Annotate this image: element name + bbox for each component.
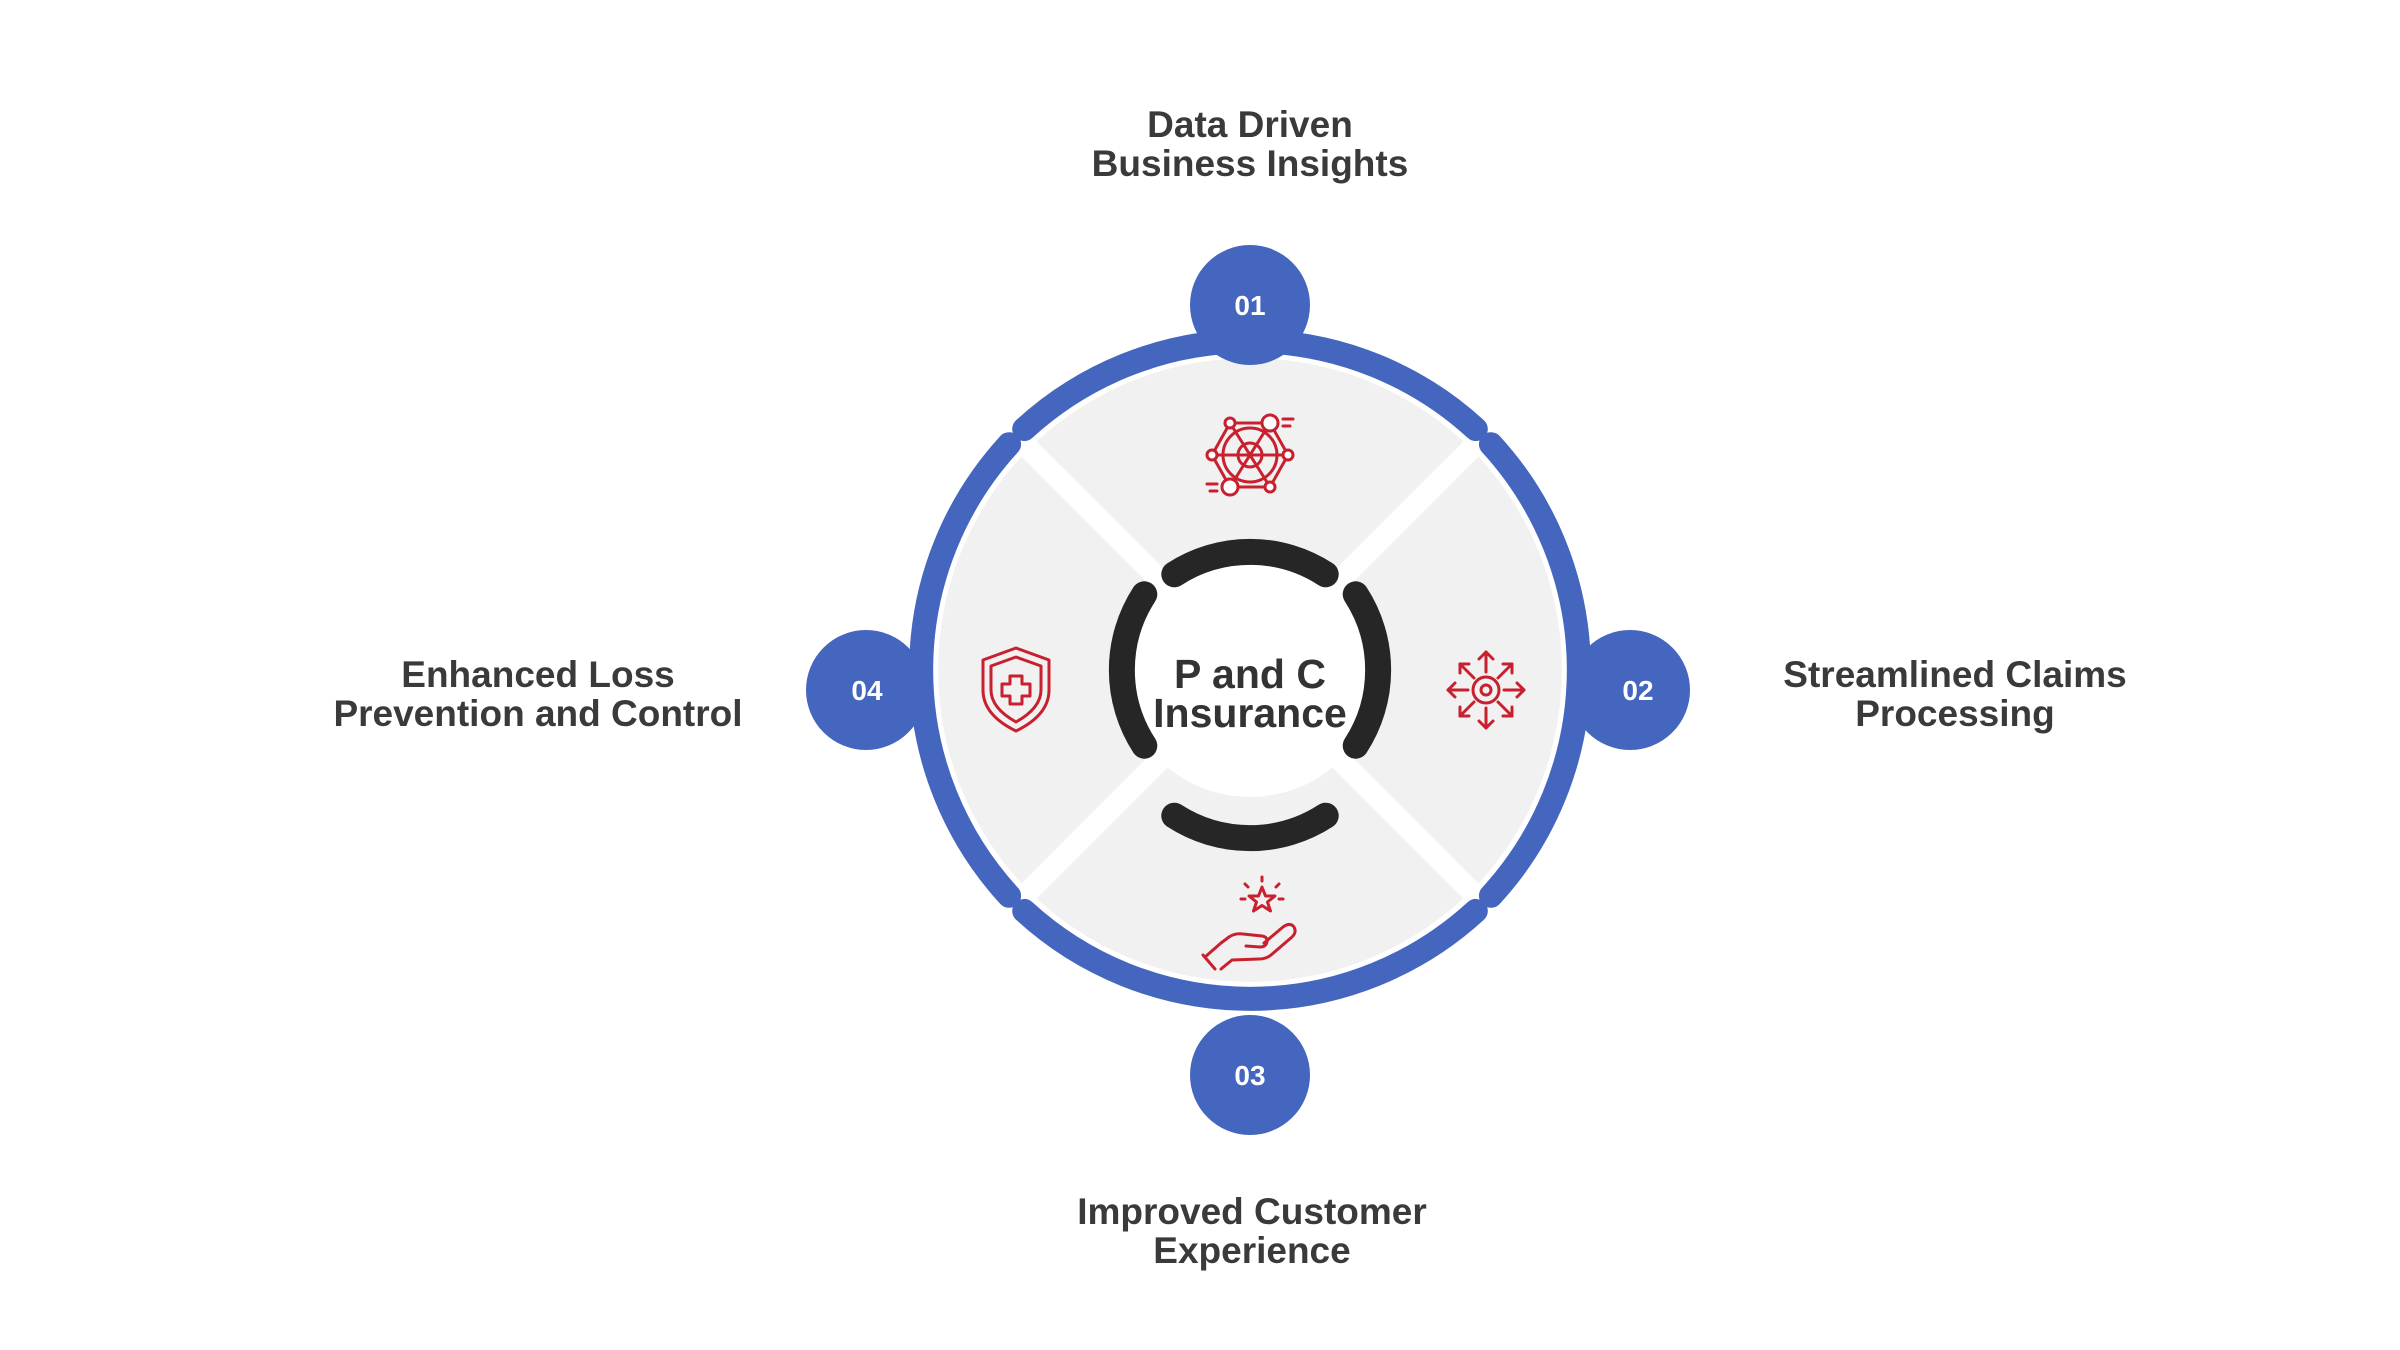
inner-ring — [1108, 538, 1392, 852]
segment-right — [1347, 456, 1562, 884]
badge-04 — [806, 630, 926, 750]
item-04-title-line1: Enhanced Loss — [401, 654, 674, 695]
item-01-title-line1: Data Driven — [1147, 104, 1353, 145]
number-badges: 01 02 03 04 — [806, 245, 1690, 1135]
item-02-title-line2: Processing — [1855, 693, 2054, 734]
item-04-title-line2: Prevention and Control — [333, 693, 742, 734]
badge-02-number: 02 — [1622, 675, 1653, 706]
hand-star-icon — [1201, 875, 1297, 971]
gear-arrows-icon — [1446, 650, 1526, 730]
inner-arc-left — [1108, 581, 1158, 759]
item-02-title-line1: Streamlined Claims — [1783, 654, 2126, 695]
item-03-title-line2: Experience — [1153, 1230, 1350, 1271]
segment-left — [938, 456, 1153, 884]
ring-arc-bottom — [1012, 898, 1488, 1011]
badge-01 — [1190, 245, 1310, 365]
segment-top — [1036, 358, 1464, 573]
badge-03 — [1190, 1015, 1310, 1135]
network-hexagon-icon — [1205, 413, 1295, 497]
segment-bottom — [1036, 767, 1464, 982]
center-title-line1: P and C — [1174, 651, 1326, 697]
item-03-title-line1: Improved Customer — [1077, 1191, 1427, 1232]
badge-02 — [1570, 630, 1690, 750]
shield-cross-icon — [981, 646, 1051, 733]
center-title-line2: Insurance — [1153, 690, 1347, 736]
badge-03-number: 03 — [1234, 1060, 1265, 1091]
inner-arc-bottom — [1161, 802, 1339, 852]
segments — [938, 358, 1562, 982]
inner-arc-top — [1161, 538, 1339, 588]
inner-arc-right — [1342, 581, 1392, 759]
item-labels: Data Driven Business Insights Streamline… — [333, 104, 2126, 1271]
item-01-title-line2: Business Insights — [1092, 143, 1409, 184]
badge-04-number: 04 — [851, 675, 883, 706]
badge-01-number: 01 — [1234, 290, 1265, 321]
